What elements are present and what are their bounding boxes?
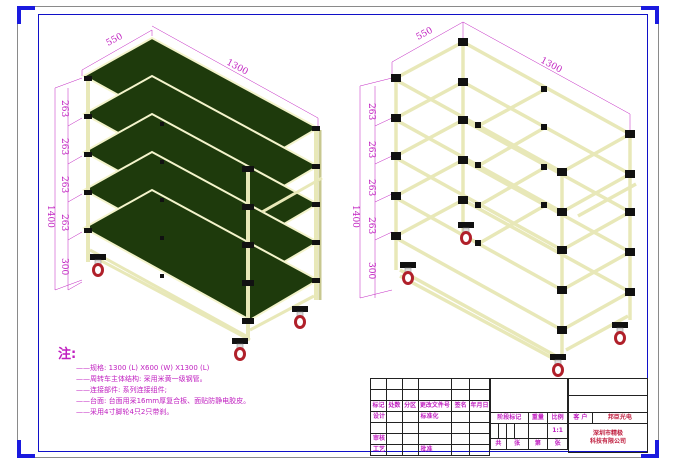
- corner-mark-bl: [17, 454, 35, 458]
- corner-mark-tr: [641, 6, 659, 10]
- stage-mark-label: 阶段标记: [490, 412, 529, 424]
- left-cart: 550 1300 1400 263 263 263 263 300: [45, 25, 323, 362]
- left-dim-tier-3: 263: [59, 176, 69, 193]
- header-change-doc: 更改文件号: [417, 400, 453, 412]
- corner-mark-br: [655, 440, 659, 458]
- corner-mark-bl: [17, 440, 21, 458]
- notes-block: 注: ——规格: 1300 (L) X600 (W) X1300 (L) ——周…: [58, 347, 251, 418]
- right-dimension-lines: [359, 21, 631, 299]
- inner-frame: [38, 14, 648, 452]
- left-dim-tier-5: 300: [59, 258, 69, 275]
- right-cart: 550 1300 1400 263 263 263 263 300: [350, 21, 637, 378]
- sheet-unit-label: 张: [505, 438, 529, 450]
- right-dim-length: 1300: [539, 56, 564, 76]
- right-dim-tier-5: 300: [366, 262, 376, 279]
- standardize-label: 标准化: [417, 411, 453, 423]
- note-line-casters: ——采用4寸脚轮4只2只带刹。: [76, 408, 174, 416]
- sheet-total-label: 共: [490, 438, 507, 450]
- note-line-spec: ——规格: 1300 (L) X600 (W) X1300 (L): [76, 364, 210, 372]
- left-dim-height: 1400: [45, 205, 55, 228]
- right-dim-tier-2: 263: [366, 141, 376, 158]
- right-dim-tier-3: 263: [366, 179, 376, 196]
- company-line-1: 深圳市精极: [592, 430, 623, 437]
- left-dim-tier-2: 263: [59, 138, 69, 155]
- stage-table: 阶段标记 重量 比例 1:1 共 张 第 张: [490, 378, 568, 450]
- weight-label: 重量: [527, 412, 549, 424]
- left-shelves: [81, 36, 321, 322]
- note-line-tabletop: ——台面: 台面用采16mm厚复合板、面贴防静电胶皮。: [76, 397, 251, 405]
- header-mark: 标记: [370, 400, 387, 412]
- revision-table: 标记 处数 分区 更改文件号 签名 年月日 设计 标准化 审核 工艺 批准: [370, 378, 490, 456]
- right-dim-tier-1: 263: [366, 103, 376, 120]
- note-line-connectors: ——连接部件: 系列连接组件;: [76, 386, 167, 394]
- right-dim-tier-4: 263: [366, 217, 376, 234]
- right-frame-joints: [391, 38, 635, 334]
- right-frame-pipes: [394, 40, 637, 362]
- customer-label: 客 户: [568, 412, 593, 424]
- left-dimension-lines: [54, 25, 319, 291]
- left-dim-tier-1: 263: [59, 100, 69, 117]
- review-label: 审核: [370, 433, 387, 445]
- company-name: 深圳市精极 科技有限公司: [568, 423, 648, 453]
- design-label: 设计: [370, 411, 387, 423]
- header-zone: 分区: [401, 400, 419, 412]
- outer-frame: [17, 6, 659, 458]
- corner-mark-br: [641, 454, 659, 458]
- corner-mark-tl: [17, 6, 35, 10]
- corner-mark-tl: [17, 6, 21, 24]
- right-dim-width: 550: [415, 26, 435, 43]
- left-dim-length: 1300: [225, 58, 250, 78]
- left-dim-tier-4: 263: [59, 214, 69, 231]
- company-line-2: 科技有限公司: [589, 438, 626, 445]
- approve-label: 批准: [417, 444, 453, 456]
- sheet-index-label: 第: [527, 438, 549, 450]
- header-count: 处数: [385, 400, 403, 412]
- left-dim-width: 550: [105, 32, 125, 49]
- header-signature: 签名: [451, 400, 470, 412]
- note-line-structure: ——周转车主体结构: 采用米黄一级钢管。: [76, 375, 207, 383]
- notes-title: 注:: [58, 347, 77, 362]
- corner-mark-tr: [655, 6, 659, 24]
- customer-value: 邦臣光电: [591, 412, 649, 424]
- process-label: 工艺: [370, 444, 387, 456]
- sheet-unit2-label: 张: [547, 438, 568, 450]
- title-block: 标记 处数 分区 更改文件号 签名 年月日 设计 标准化 审核 工艺 批准: [370, 378, 649, 456]
- right-dim-height: 1400: [350, 205, 360, 228]
- customer-table: 客 户 邦臣光电 深圳市精极 科技有限公司: [568, 378, 649, 453]
- header-date: 年月日: [469, 400, 490, 412]
- scale-label: 比例: [547, 412, 568, 424]
- scale-value: 1:1: [547, 423, 568, 439]
